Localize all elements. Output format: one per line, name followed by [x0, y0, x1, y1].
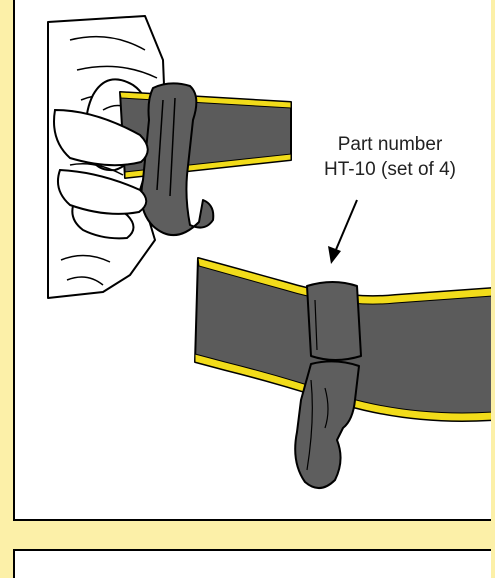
callout-line-1: Part number: [337, 134, 443, 155]
lower-clip: [294, 281, 362, 489]
glove-fingers-front: [53, 108, 149, 215]
lower-clip-hook: [294, 360, 360, 489]
strap-clip-illustration: [47, 15, 491, 489]
callout-arrow: [328, 199, 358, 264]
next-panel: [13, 549, 491, 578]
illustration-panel: Part number HT-10 (set of 4): [13, 0, 491, 521]
part-number-callout: Part number HT-10 (set of 4): [300, 132, 480, 182]
callout-line-2: HT-10 (set of 4): [324, 159, 456, 180]
lower-clip-band: [306, 281, 362, 361]
